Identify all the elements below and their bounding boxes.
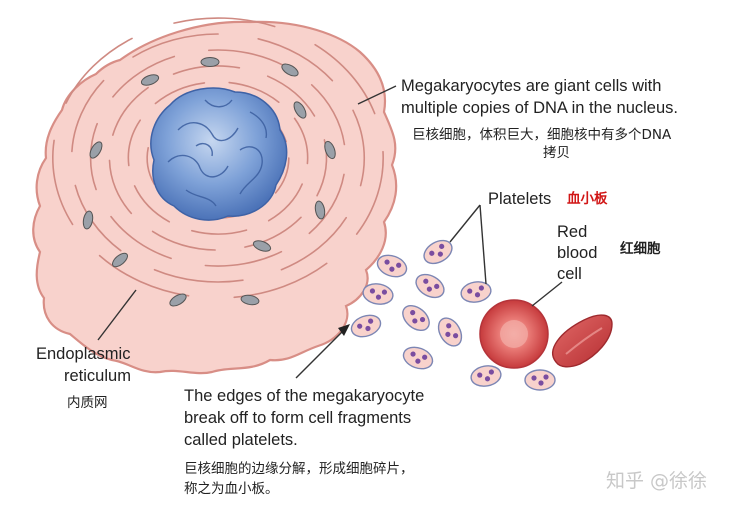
er-membrane-segment <box>133 185 171 223</box>
er-membrane-segment <box>274 157 290 194</box>
er-membrane-segment <box>127 119 141 167</box>
rbc-label-en-3: cell <box>557 265 582 283</box>
er-membrane-segment <box>267 183 303 222</box>
edges-label-cn-2: 称之为血小板。 <box>184 481 279 497</box>
megakaryocyte-label-en-1: Megakaryocytes are giant cells with <box>401 77 662 95</box>
platelet <box>415 273 445 299</box>
er-membrane-segment <box>173 17 276 28</box>
er-membrane-segment <box>154 82 206 105</box>
er-membrane-segment <box>208 49 286 67</box>
er-membrane-segment <box>310 84 346 146</box>
red-blood-cell-front <box>479 299 549 369</box>
organelle-granule <box>252 240 272 252</box>
edges-label-cn-1: 巨核细胞的边缘分解，形成细胞碎片， <box>184 461 414 477</box>
er-membrane-segment <box>172 65 241 75</box>
er-membrane-segment <box>293 117 309 165</box>
platelet <box>376 254 408 278</box>
organelle-granule <box>240 294 260 306</box>
platelets-group <box>350 239 556 391</box>
er-membrane-segment <box>314 43 376 115</box>
platelet <box>524 369 556 391</box>
watermark: 知乎 @徐徐 <box>606 470 708 492</box>
platelet <box>350 314 382 338</box>
er-membrane-segment <box>51 139 74 226</box>
er-membrane-segment <box>280 216 347 271</box>
organelle-granule <box>140 74 160 86</box>
er-membrane-segment <box>112 86 149 136</box>
platelet <box>402 346 434 370</box>
er-membrane-segment <box>132 33 219 58</box>
er-membrane-segment <box>244 216 302 248</box>
er-membrane-segment <box>71 79 105 153</box>
er-membrane-segment <box>65 37 133 104</box>
er-membrane-segment <box>308 173 345 235</box>
megakaryocyte-label-en-2: multiple copies of DNA in the nucleus. <box>401 99 678 117</box>
organelle-granule <box>200 57 220 67</box>
arrow-head <box>338 324 350 336</box>
er-membrane-segment <box>146 147 155 185</box>
er-membrane-segment <box>355 150 384 235</box>
rbc-label-cn: 红细胞 <box>620 241 661 257</box>
er-membrane-segment <box>112 55 176 98</box>
organelle-granule <box>324 140 336 160</box>
er-membrane-segment <box>228 81 280 103</box>
er-membrane-segment <box>98 254 190 297</box>
platelet <box>470 365 502 387</box>
edges-label-en-2: break off to form cell fragments <box>184 409 412 427</box>
er-membrane-segment <box>151 230 216 251</box>
er-label-en-2: reticulum <box>64 367 131 385</box>
platelet <box>402 304 430 332</box>
organelle-granule <box>112 252 128 268</box>
organelle-granule <box>293 101 307 119</box>
platelet <box>362 283 394 305</box>
er-membrane-segment <box>204 250 283 267</box>
megakaryocyte-label-cn-2: 拷贝 <box>543 145 570 161</box>
megakaryocyte-label-cn-1: 巨核细胞，体积巨大，细胞核中有多个DNA <box>412 127 672 143</box>
er-membrane-segment <box>153 268 244 283</box>
er-membrane-segment <box>110 215 172 260</box>
er-membrane-segment <box>257 38 334 82</box>
edges-label-en-3: called platelets. <box>184 431 298 449</box>
er-label-cn: 内质网 <box>67 395 108 411</box>
organelle-granule <box>82 210 94 230</box>
organelle-granule <box>314 200 326 220</box>
platelets-label-en: Platelets <box>488 190 552 208</box>
rbc-label-en-2: blood <box>557 244 598 262</box>
er-membrane-segment <box>266 75 316 117</box>
nucleus <box>150 87 288 221</box>
organelle-granule <box>281 63 299 77</box>
er-label-en-1: Endoplasmic <box>36 345 131 363</box>
edges-label-en-1: The edges of the megakaryocyte <box>184 387 425 405</box>
er-membrane-segment <box>352 109 366 187</box>
platelet <box>423 239 453 265</box>
platelet <box>460 281 492 303</box>
organelle-granule <box>89 141 103 159</box>
er-membrane-segment <box>108 159 133 215</box>
organelle-granule <box>169 293 187 307</box>
platelets-label-cn: 血小板 <box>567 191 608 207</box>
red-blood-cell-side <box>552 314 613 368</box>
leader-lines <box>97 85 563 379</box>
rbc-label-en-1: Red <box>557 223 588 241</box>
platelet <box>437 317 463 347</box>
er-membrane-segment <box>191 229 248 235</box>
